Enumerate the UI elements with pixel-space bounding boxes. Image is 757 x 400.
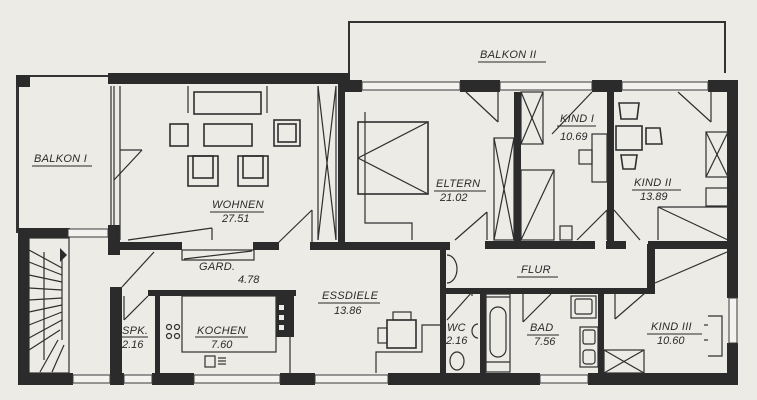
balkon-1-outline [16,75,110,233]
table-icon [375,311,440,373]
room-label-bad: BAD 7.56 [527,322,559,348]
bad-details [485,293,599,373]
stove-icon [165,323,181,340]
svg-text:FLUR: FLUR [521,264,551,276]
svg-text:BALKON II: BALKON II [480,49,537,61]
sink-icon [570,295,599,368]
wardrobe-icon [603,349,645,374]
svg-text:4.78: 4.78 [238,274,260,286]
sink-icon [204,355,226,368]
room-label-wohnen: WOHNEN 27.51 [210,199,264,225]
wardrobe-icon [705,131,729,178]
svg-text:WOHNEN: WOHNEN [212,199,264,211]
table-icon [203,123,253,147]
wc-details [446,291,479,371]
svg-text:WC: WC [447,322,466,334]
kind2-furniture [613,91,729,241]
svg-text:GARD.: GARD. [199,261,235,273]
room-label-balkon-2: BALKON II [478,49,546,63]
room-label-flur: FLUR [517,264,558,278]
table-icon [615,125,643,151]
kind1-furniture [520,91,608,241]
room-label-balkon-1: BALKON I [32,153,92,167]
balkon-2-outline [348,21,726,73]
room-label-kochen: KOCHEN 7.60 [195,325,248,351]
room-label-wc: WC 2.16 [445,322,468,347]
toilet-icon [449,323,479,371]
svg-text:7.56: 7.56 [534,336,556,348]
svg-text:KIND III: KIND III [651,321,692,333]
room-label-spk: SPK. 2.16 [121,325,148,351]
svg-text:BAD: BAD [530,322,554,334]
wardrobe-icon [317,85,337,241]
essdiele-furniture [121,249,458,373]
svg-text:SPK.: SPK. [122,325,148,337]
interior-walls [118,80,738,378]
wardrobe-icon [520,91,544,145]
kochen-details [165,295,291,373]
room-label-gard: GARD. 4.78 [199,261,260,286]
svg-text:KOCHEN: KOCHEN [197,325,246,337]
windows [67,81,738,384]
room-label-kind1: KIND I 10.69 [557,113,596,143]
armchair-icon [273,119,301,147]
svg-text:2.16: 2.16 [121,339,144,351]
room-label-kind2: KIND II 13.89 [632,177,681,203]
room-label-essdiele: ESSDIELE 13.86 [318,290,380,317]
room-label-eltern: ELTERN 21.02 [434,178,486,204]
svg-text:ELTERN: ELTERN [436,178,480,190]
bed-icon [520,169,555,241]
svg-text:13.86: 13.86 [334,305,362,317]
wohnen-furniture [110,85,337,244]
svg-text:27.51: 27.51 [221,213,250,225]
wardrobe-icon [493,137,515,241]
svg-text:13.89: 13.89 [640,191,668,203]
svg-text:7.60: 7.60 [211,339,233,351]
room-labels: BALKON I BALKON II WOHNEN 27.51 ELTERN 2… [32,49,702,351]
svg-text:BALKON I: BALKON I [34,153,87,165]
exterior-walls [18,73,738,385]
svg-text:ESSDIELE: ESSDIELE [322,290,379,302]
chair-icon [618,102,640,120]
kind3-furniture [603,251,728,374]
bed-icon [357,112,429,240]
spk-details [123,295,149,321]
staircase-icon [28,237,70,374]
svg-text:KIND I: KIND I [560,113,594,125]
svg-text:10.60: 10.60 [657,335,685,347]
sofa-icon [187,86,268,115]
svg-text:KIND II: KIND II [634,177,672,189]
bathtub-icon [485,293,511,373]
svg-text:2.16: 2.16 [445,335,468,347]
svg-text:21.02: 21.02 [439,192,468,204]
room-label-kind3: KIND III 10.60 [647,321,702,347]
svg-text:10.69: 10.69 [560,131,588,143]
armchair-icon [169,123,189,147]
eltern-furniture [357,91,515,241]
